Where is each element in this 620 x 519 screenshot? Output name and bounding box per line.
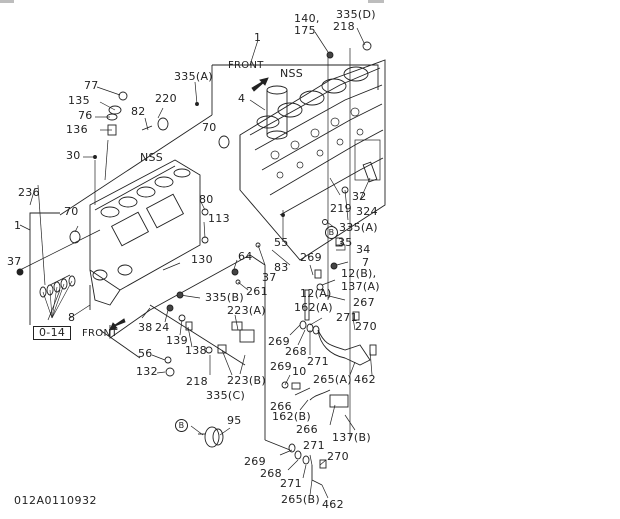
- callout-265b: 265(B): [281, 493, 320, 506]
- callout-12a: 12(A): [300, 287, 332, 300]
- callout-37-right: 37: [262, 271, 277, 284]
- callout-218-top: 218: [333, 20, 355, 33]
- nss-label-lower: NSS: [140, 151, 164, 164]
- callout-64: 64: [238, 250, 253, 263]
- callout-271-c: 271: [303, 439, 325, 452]
- callout-335a-right: 335(A): [339, 221, 378, 234]
- callout-138: 138: [185, 344, 207, 357]
- top-edge-bar-mid: [368, 0, 384, 3]
- callout-137a: 137(A): [341, 280, 380, 293]
- callout-76: 76: [78, 109, 93, 122]
- callout-335a-upper: 335(A): [174, 70, 213, 83]
- callout-137b: 137(B): [332, 431, 371, 444]
- callout-223b: 223(B): [227, 374, 266, 387]
- front-label-upper: FRONT: [228, 60, 264, 71]
- callout-83: 83: [274, 261, 289, 274]
- callout-37-left: 37: [7, 255, 22, 268]
- callout-269-b: 269: [268, 335, 290, 348]
- top-edge-bar-left: [0, 0, 14, 3]
- callout-132: 132: [136, 365, 158, 378]
- callout-4: 4: [238, 92, 246, 105]
- callout-30: 30: [66, 149, 81, 162]
- callout-271-b: 271: [307, 355, 329, 368]
- front-label-lower: FRONT: [82, 328, 118, 339]
- upper-cylinder-block: [239, 59, 386, 261]
- callout-269-d: 269: [244, 455, 266, 468]
- callout-335d: 335(D): [336, 8, 376, 21]
- callout-265a: 265(A): [313, 373, 352, 386]
- circled-ref-b: B: [175, 419, 188, 432]
- callout-462-upper: 462: [354, 373, 376, 386]
- callout-162a: 162(A): [294, 301, 333, 314]
- callout-268-lower: 268: [260, 467, 282, 480]
- nss-label-upper: NSS: [280, 67, 304, 80]
- callout-1-lower: 1: [14, 219, 22, 232]
- callout-113: 113: [208, 212, 230, 225]
- callout-162b: 162(B): [272, 410, 311, 423]
- callout-10: 10: [292, 365, 307, 378]
- bearing-shells: [39, 275, 76, 298]
- callout-219: 219: [330, 202, 352, 215]
- cylinder-liner: [266, 85, 288, 140]
- callout-0-14-box: 0-14: [33, 326, 72, 340]
- callout-218-bottom: 218: [186, 375, 208, 388]
- callout-270-upper: 270: [355, 320, 377, 333]
- callout-136: 136: [66, 123, 88, 136]
- callout-140: 140,: [294, 12, 320, 25]
- callout-34: 34: [356, 243, 371, 256]
- callout-236: 236: [18, 186, 40, 199]
- circled-ref-b: B: [325, 226, 338, 239]
- callout-462-lower: 462: [322, 498, 344, 511]
- callout-8: 8: [68, 311, 76, 324]
- callout-95: 95: [227, 414, 242, 427]
- lower-cylinder-block: [89, 159, 201, 306]
- callout-82: 82: [131, 105, 146, 118]
- callout-7: 7: [362, 256, 370, 269]
- callout-270-lower: 270: [327, 450, 349, 463]
- callout-55: 55: [274, 236, 289, 249]
- callout-268-upper: 268: [285, 345, 307, 358]
- callout-130: 130: [191, 253, 213, 266]
- callout-267: 267: [353, 296, 375, 309]
- callout-70-lower: 70: [64, 205, 79, 218]
- front-frame-lower: [29, 212, 60, 325]
- callout-335b: 335(B): [205, 291, 244, 304]
- callout-135: 135: [68, 94, 90, 107]
- callout-271-a: 271: [336, 311, 358, 324]
- circled-ref-b-sensor: B: [175, 419, 188, 432]
- callout-1-upper: 1: [254, 31, 262, 44]
- small-parts: [16, 41, 378, 486]
- callout-266-right: 266: [296, 423, 318, 436]
- document-id: 012A0110932: [14, 494, 98, 507]
- callout-35: 35: [338, 236, 353, 249]
- callout-80: 80: [199, 193, 214, 206]
- callout-269-a: 269: [300, 251, 322, 264]
- callout-335c: 335(C): [206, 389, 246, 402]
- callout-175: 175: [294, 24, 316, 37]
- callout-220: 220: [155, 92, 177, 105]
- callout-324: 324: [356, 205, 378, 218]
- callout-266-left: 266: [270, 400, 292, 413]
- callout-24: 24: [155, 321, 170, 334]
- callout-12b: 12(B),: [341, 267, 377, 280]
- callout-32: 32: [352, 190, 367, 203]
- callout-77: 77: [84, 79, 99, 92]
- callout-56: 56: [138, 347, 153, 360]
- callout-70-upper: 70: [202, 121, 217, 134]
- front-frame-upper: [212, 64, 379, 90]
- callout-38: 38: [138, 321, 153, 334]
- callout-139: 139: [166, 334, 188, 347]
- callout-269-c: 269: [270, 360, 292, 373]
- callout-271-d: 271: [280, 477, 302, 490]
- callout-223a: 223(A): [227, 304, 266, 317]
- callout-261: 261: [246, 285, 268, 298]
- circled-ref-b-right: B: [325, 226, 338, 239]
